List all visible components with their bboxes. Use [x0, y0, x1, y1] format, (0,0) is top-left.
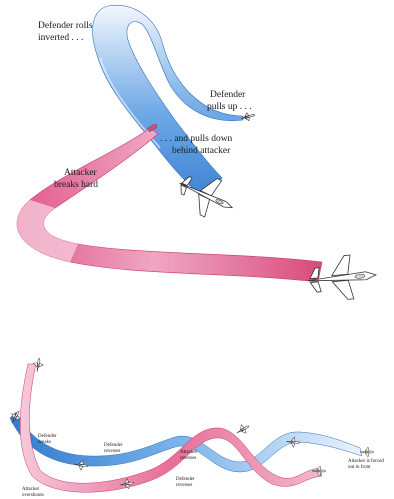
- defender-scissors-ribbon: [10, 412, 362, 472]
- top-maneuver: Defender rolls inverted . . . Defender p…: [17, 5, 378, 302]
- attacker-scissors-ribbon: [20, 364, 322, 492]
- label-defender-reverses-2: Defender reverses: [176, 477, 196, 488]
- label-defender-rolls: Defender rolls inverted . . .: [38, 20, 95, 43]
- label-attacker-forced: Attacker is forced out in front: [348, 459, 385, 470]
- label-defender-reverses-1: Defender reverses: [104, 443, 124, 454]
- attacker-ribbon-shading: [17, 200, 78, 262]
- label-defender-breaks: Defender breaks: [38, 434, 58, 445]
- label-attacker-overshoots: Attacker overshoots: [22, 487, 44, 498]
- label-defender-pulls-up: Defender pulls up . . .: [207, 89, 252, 112]
- bottom-maneuver: Defender breaks Defender reverses Attack…: [8, 357, 385, 498]
- label-attacker-reverses: Attacker reverses: [180, 450, 198, 461]
- small-jet-icon-5: [234, 422, 251, 438]
- attacker-jet-icon: [306, 253, 378, 303]
